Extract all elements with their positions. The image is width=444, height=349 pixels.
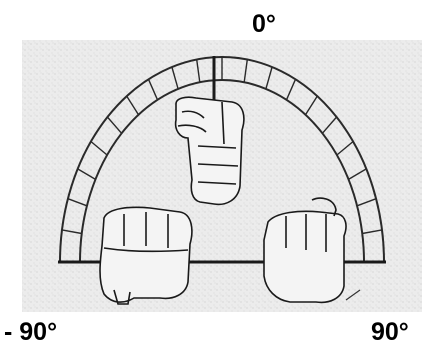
angle-label-minus-90: - 90° (4, 320, 57, 345)
angle-label-0: 0° (252, 12, 276, 37)
angle-label-90: 90° (371, 320, 409, 345)
fist-left-icon (100, 207, 192, 304)
